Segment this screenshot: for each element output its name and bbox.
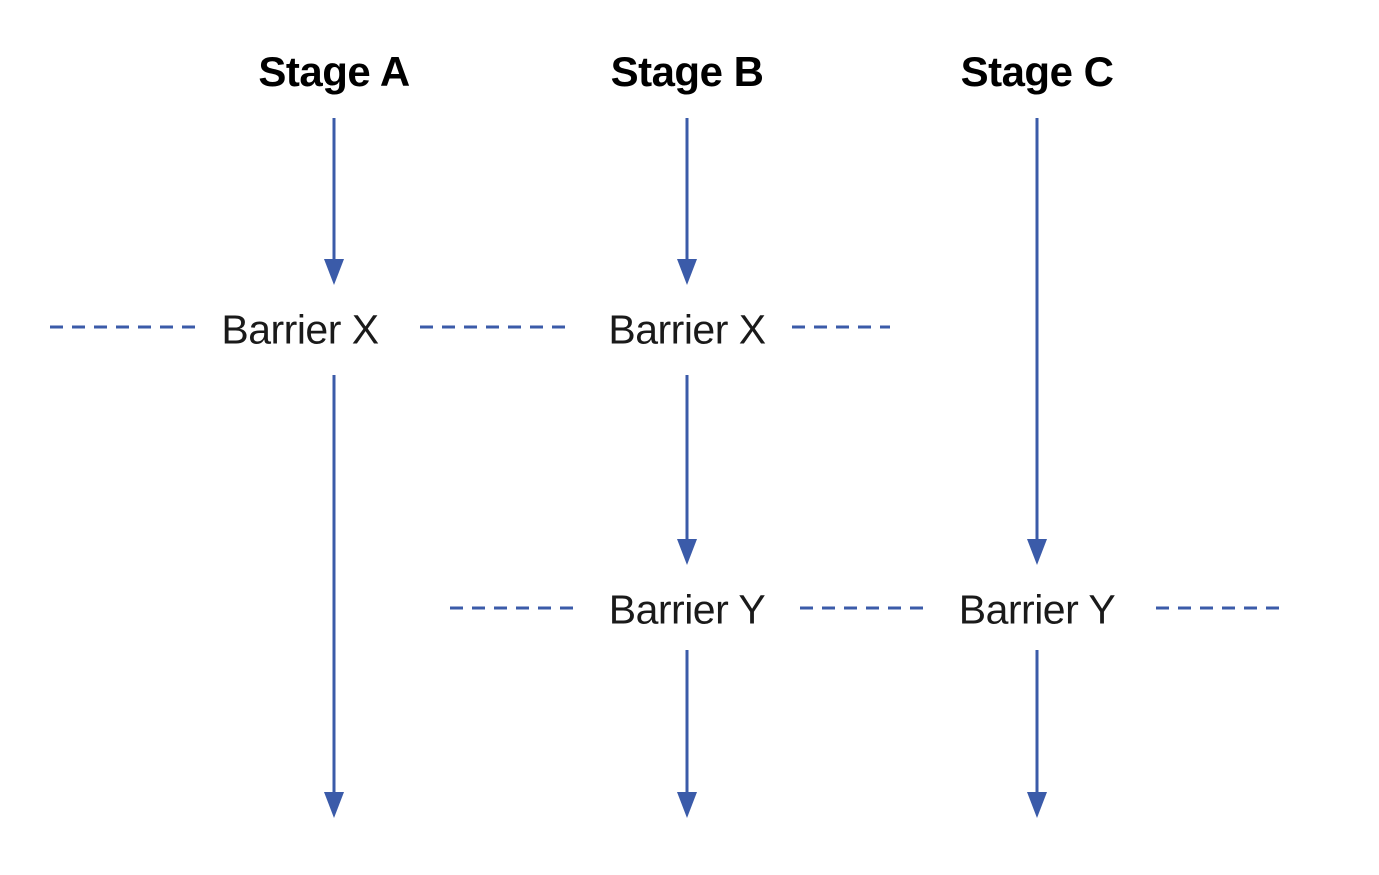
arrow-head-icon [677, 792, 697, 818]
arrow-head-icon [677, 539, 697, 565]
down-arrow-stage-a-header-to-barrier-x [324, 118, 344, 285]
down-arrow-stage-c-barrier-y-to-end [1027, 650, 1047, 818]
arrow-head-icon [324, 792, 344, 818]
barrier-node-stage-b-row1: Barrier X [608, 306, 766, 353]
arrows-group [324, 118, 1047, 818]
down-arrow-stage-a-barrier-x-to-end [324, 375, 344, 818]
barrier-node-stage-b-row2: Barrier Y [608, 586, 766, 633]
down-arrow-stage-b-barrier-y-to-end [677, 650, 697, 818]
arrow-head-icon [1027, 792, 1047, 818]
down-arrow-stage-b-barrier-x-to-barrier-y [677, 375, 697, 565]
down-arrow-stage-c-header-to-barrier-y [1027, 118, 1047, 565]
arrow-head-icon [324, 259, 344, 285]
arrow-head-icon [1027, 539, 1047, 565]
barrier-node-stage-a-row1: Barrier X [221, 306, 379, 353]
stage-header-2: Stage B [610, 48, 764, 95]
stage-header-3: Stage C [960, 48, 1114, 95]
dashed-connectors-group [50, 325, 1282, 610]
stage-header-1: Stage A [258, 48, 410, 95]
down-arrow-stage-b-header-to-barrier-x [677, 118, 697, 285]
arrow-head-icon [677, 259, 697, 285]
barrier-node-stage-c-row2: Barrier Y [958, 586, 1116, 633]
